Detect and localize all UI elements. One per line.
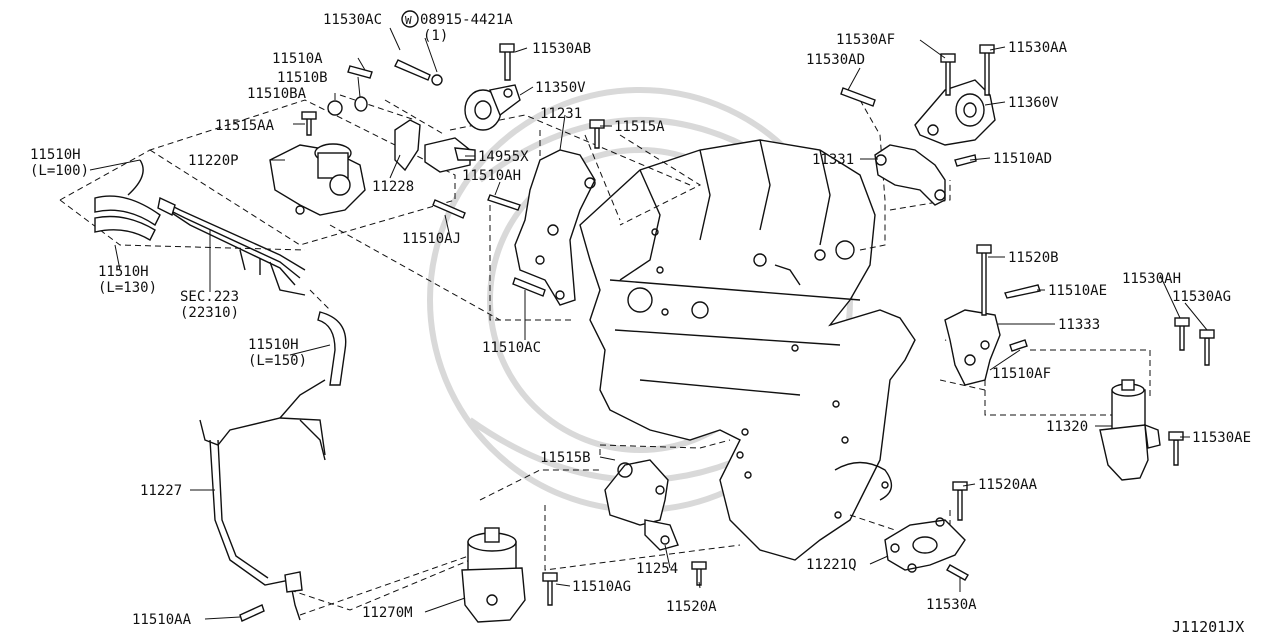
solenoid-14955x <box>424 137 476 173</box>
bracket-11221q <box>884 481 969 581</box>
label-11220P: 11220P <box>188 153 239 169</box>
label-11510AG: 11510AG <box>572 579 631 595</box>
washer-symbol-icon <box>401 10 419 28</box>
label-11530AG: 11530AG <box>1172 289 1231 305</box>
label-11510AA: 11510AA <box>132 612 192 628</box>
label-11231: 11231 <box>540 106 582 122</box>
label-11350V: 11350V <box>535 80 586 96</box>
label-11270M: 11270M <box>362 605 413 621</box>
label-11510AJ: 11510AJ <box>402 231 461 247</box>
label-14955X: 14955X <box>478 149 529 165</box>
bracket-11331 <box>874 144 977 206</box>
label-w-symbol: W <box>405 14 412 27</box>
valve-11220p <box>269 143 366 216</box>
mount-11320 <box>1099 317 1215 481</box>
label-11515A: 11515A <box>614 119 665 135</box>
label-11530A: 11530A <box>926 597 977 613</box>
label-11510A: 11510A <box>272 51 323 67</box>
label-22310: (22310) <box>180 305 239 321</box>
label-11360V: 11360V <box>1008 95 1059 111</box>
label-SEC223: SEC.223 <box>180 289 239 305</box>
leader-lines <box>89 27 1208 620</box>
mount-11360v <box>840 44 996 146</box>
label-11510AF: 11510AF <box>992 366 1051 382</box>
bracket-11254 <box>604 459 707 586</box>
label-11227: 11227 <box>140 483 182 499</box>
label-11515B: 11515B <box>540 450 591 466</box>
label-11530AA: 11530AA <box>1008 40 1068 56</box>
label-11510AD: 11510AD <box>993 151 1052 167</box>
mount-11270m <box>239 527 558 623</box>
diagram-id: J11201JX <box>1172 618 1244 636</box>
label-11520B: 11520B <box>1008 250 1059 266</box>
label-11510AC: 11510AC <box>482 340 541 356</box>
mount-11350v <box>464 84 521 131</box>
label-11510BA: 11510BA <box>247 86 307 102</box>
label-11331: 11331 <box>812 152 854 168</box>
label-11510H-150: 11510H <box>248 337 299 353</box>
label-11530AE: 11530AE <box>1192 430 1251 446</box>
engine-block <box>579 139 916 561</box>
label-L150: (L=150) <box>248 353 307 369</box>
label-11530AH: 11530AH <box>1122 271 1181 287</box>
label-11254: 11254 <box>636 561 678 577</box>
label-11510H-100: 11510H <box>30 147 81 163</box>
label-L100: (L=100) <box>30 163 89 179</box>
label-qty-1: (1) <box>423 28 448 44</box>
label-11520AA: 11520AA <box>978 477 1038 493</box>
bracket-11231 <box>514 149 596 306</box>
label-11530AD: 11530AD <box>806 52 865 68</box>
bolts-top-left <box>301 43 605 297</box>
label-11515AA: 11515AA <box>215 118 275 134</box>
callout-labels: 11530AC 08915-4421A W (1) 11530AB 11510A… <box>30 12 1251 628</box>
label-11333: 11333 <box>1058 317 1100 333</box>
label-L130: (L=130) <box>98 280 157 296</box>
pipe-bundle-sec223 <box>157 196 306 296</box>
label-11510B: 11510B <box>277 70 328 86</box>
label-11530AF: 11530AF <box>836 32 895 48</box>
label-11530AB: 11530AB <box>532 41 591 57</box>
label-11510AE: 11510AE <box>1048 283 1107 299</box>
label-11228: 11228 <box>372 179 414 195</box>
label-11320: 11320 <box>1046 419 1088 435</box>
label-11510AH: 11510AH <box>462 168 521 184</box>
label-11530AC: 11530AC <box>323 12 382 28</box>
hose-11510h <box>94 159 347 386</box>
bracket-11333 <box>944 244 1041 386</box>
pipe-11227 <box>199 379 326 621</box>
label-11520A: 11520A <box>666 599 717 615</box>
label-11510H-130: 11510H <box>98 264 149 280</box>
bracket-11228 <box>394 119 421 172</box>
label-08915-4421A: 08915-4421A <box>420 12 513 28</box>
label-11221Q: 11221Q <box>806 557 857 573</box>
